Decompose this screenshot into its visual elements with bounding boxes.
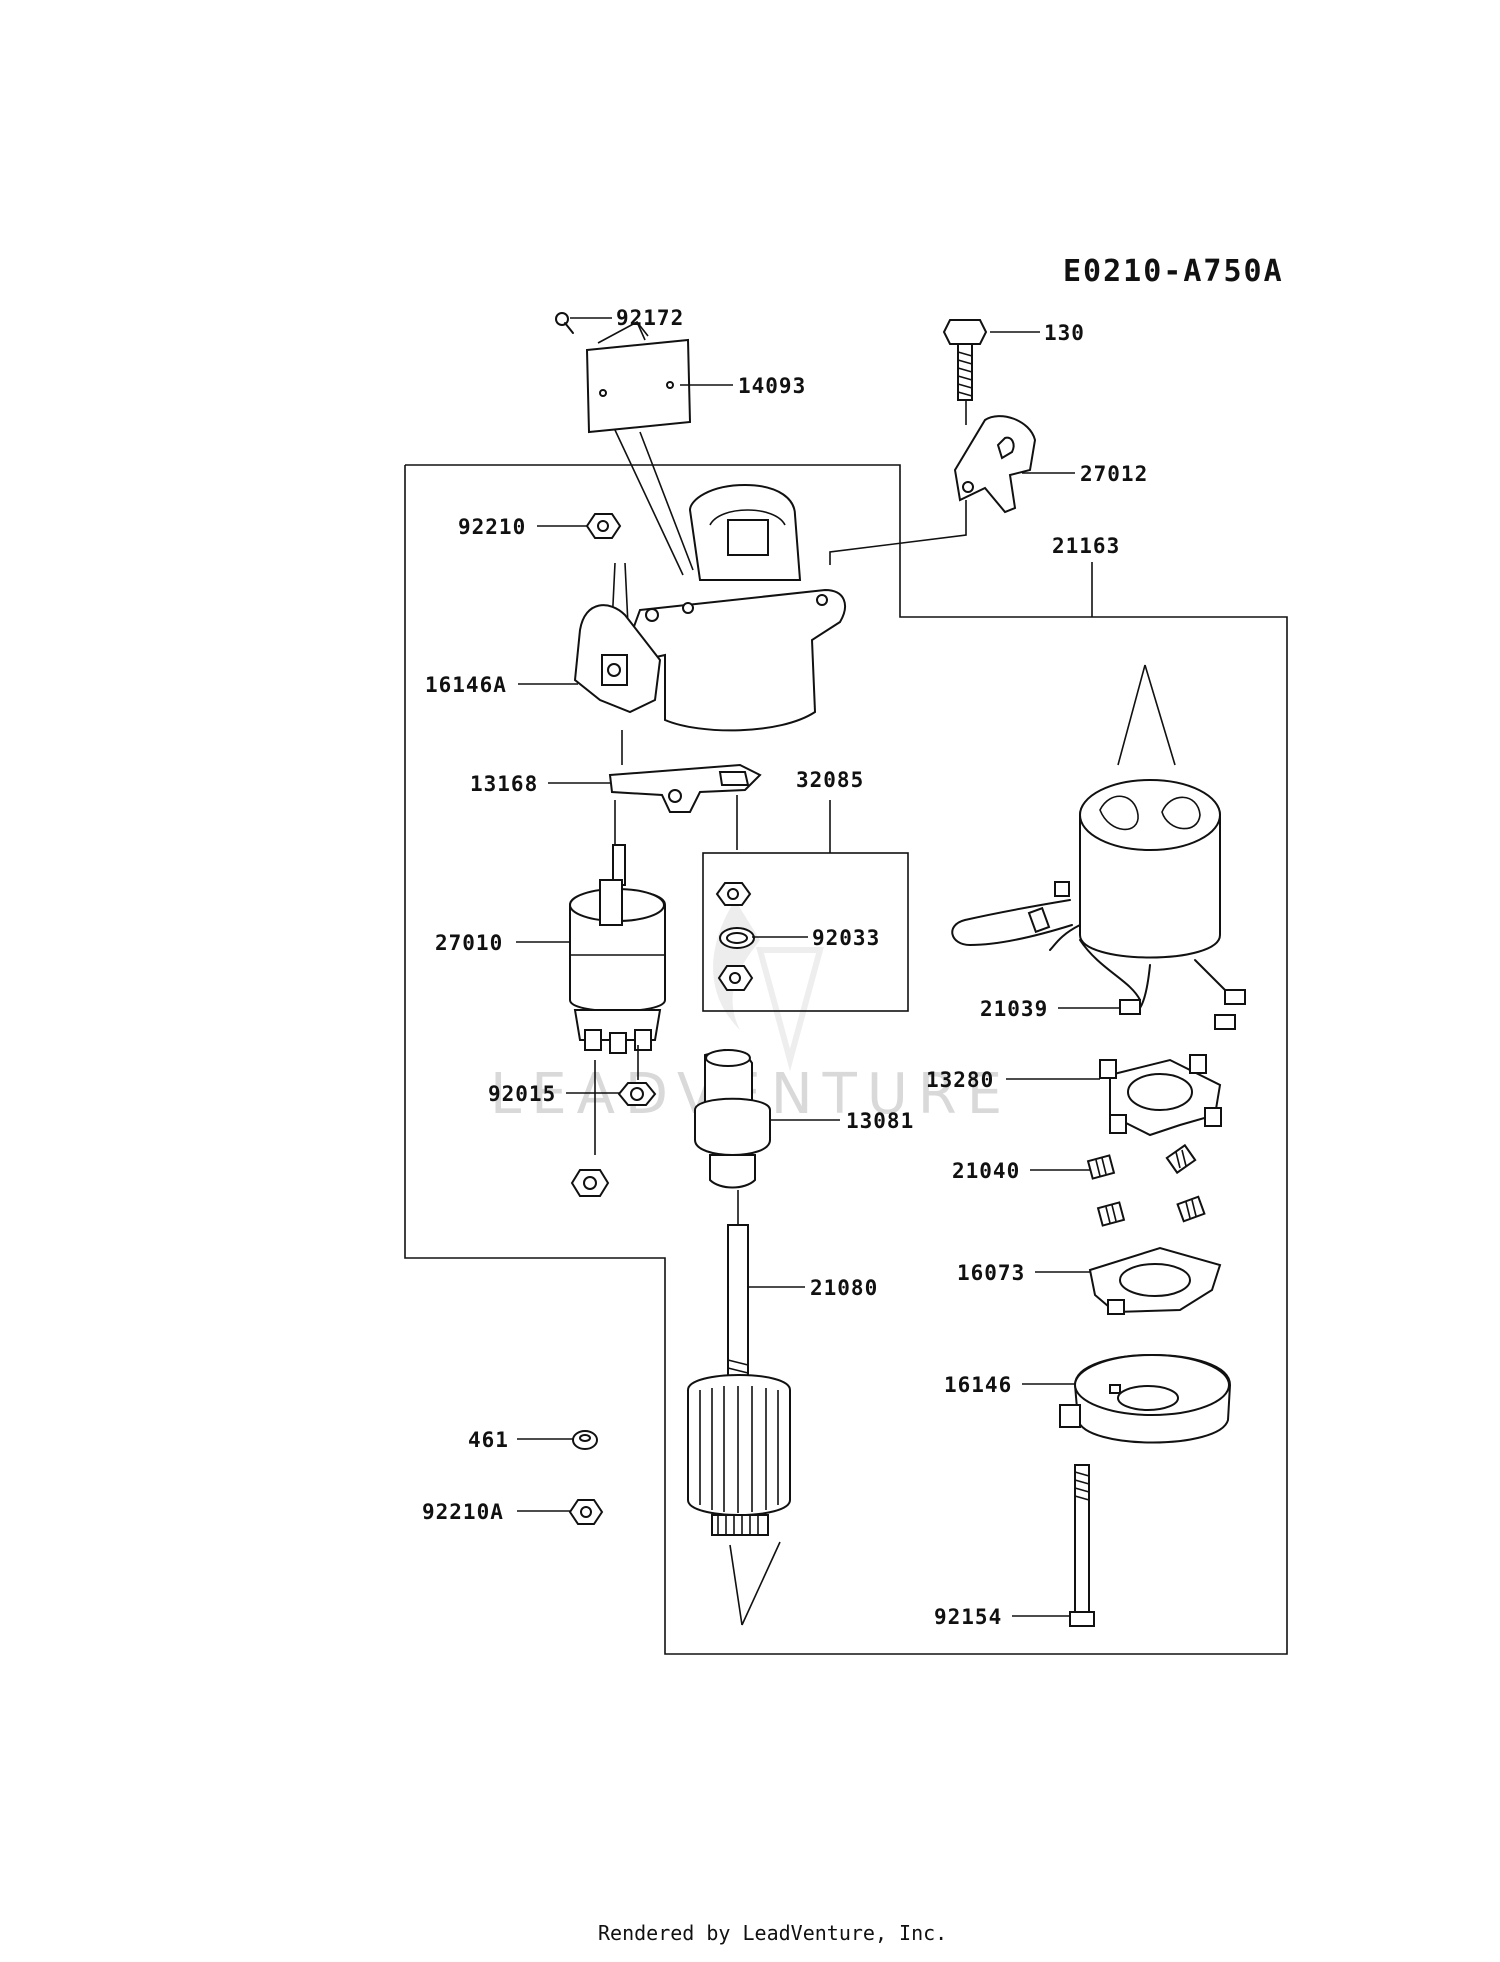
part-16146-rear-cover xyxy=(1059,1354,1232,1444)
callout-27010: 27010 xyxy=(435,931,503,955)
part-130-bolt xyxy=(942,319,988,425)
callout-92210: 92210 xyxy=(458,515,526,539)
diagram-code: E0210-A750A xyxy=(1063,254,1284,289)
callout-92172: 92172 xyxy=(616,306,684,330)
footer-credit: Rendered by LeadVenture, Inc. xyxy=(598,1921,947,1945)
part-27012-bracket xyxy=(829,415,1037,565)
callout-32085: 32085 xyxy=(796,768,864,792)
part-92172-screw xyxy=(555,312,574,334)
assembly-boundary xyxy=(404,464,1288,1655)
callout-16146A: 16146A xyxy=(425,673,507,697)
callout-92015: 92015 xyxy=(488,1082,556,1106)
part-32085-washer-set xyxy=(715,882,755,991)
part-14093-plate xyxy=(585,320,692,434)
part-92015-nut xyxy=(570,1045,657,1197)
callout-13168: 13168 xyxy=(470,772,538,796)
callout-13280: 13280 xyxy=(926,1068,994,1092)
part-16073-plate xyxy=(1088,1246,1222,1315)
part-21039-leads xyxy=(951,899,1226,1009)
callout-92154: 92154 xyxy=(934,1605,1002,1629)
part-92210A-nut xyxy=(568,1499,604,1525)
callout-14093: 14093 xyxy=(738,374,806,398)
callout-13081: 13081 xyxy=(846,1109,914,1133)
part-92154-through-bolt xyxy=(1069,1464,1095,1627)
part-16146A-housing xyxy=(573,429,846,732)
callout-27012: 27012 xyxy=(1080,462,1148,486)
callout-16073: 16073 xyxy=(957,1261,1025,1285)
part-21080-armature xyxy=(687,1224,791,1626)
callout-16146: 16146 xyxy=(944,1373,1012,1397)
part-13081-pinion xyxy=(694,1048,771,1225)
part-21040-springs xyxy=(1086,1143,1206,1227)
callout-130: 130 xyxy=(1044,321,1085,345)
group-box-32085 xyxy=(702,852,909,1012)
callout-92210A: 92210A xyxy=(422,1500,504,1524)
part-461-washer xyxy=(572,1430,598,1450)
part-27010-solenoid xyxy=(569,844,666,1155)
callout-21039: 21039 xyxy=(980,997,1048,1021)
callout-21040: 21040 xyxy=(952,1159,1020,1183)
part-13168-lever xyxy=(608,730,762,850)
part-21163-yoke xyxy=(1054,664,1246,1030)
callout-leaders xyxy=(516,317,1120,1617)
callout-21080: 21080 xyxy=(810,1276,878,1300)
part-13280-brush-holder xyxy=(1099,1054,1222,1137)
callout-461: 461 xyxy=(468,1428,509,1452)
callout-92033: 92033 xyxy=(812,926,880,950)
callout-21163: 21163 xyxy=(1052,534,1120,558)
